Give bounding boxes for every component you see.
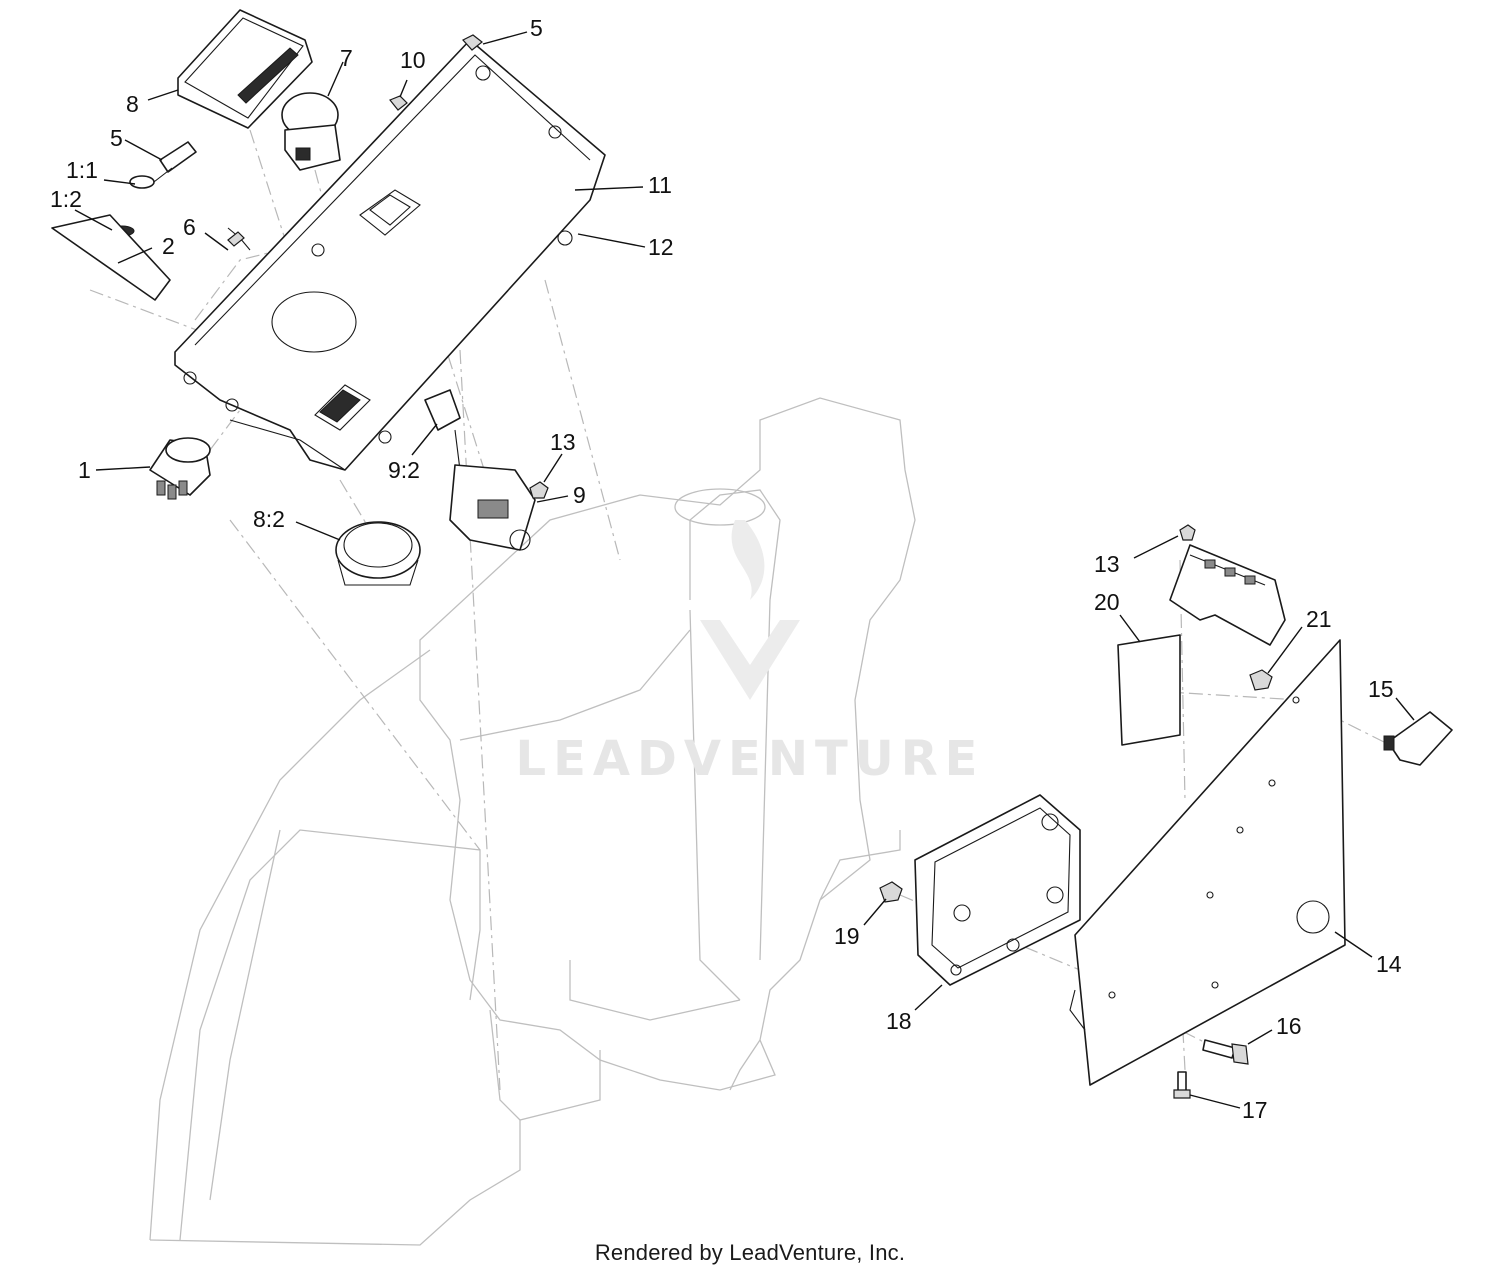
callout-10: 10 (400, 47, 426, 73)
callout-6: 6 (183, 214, 196, 240)
callout-13-top: 13 (550, 429, 576, 455)
callout-21: 21 (1306, 606, 1332, 632)
callout-7: 7 (340, 45, 353, 71)
callout-14: 14 (1376, 951, 1402, 977)
callout-18: 18 (886, 1008, 912, 1034)
part-13-bracket (1169, 524, 1286, 646)
callout-5-top: 5 (530, 15, 543, 41)
callout-5-left: 5 (110, 125, 123, 151)
callout-19: 19 (834, 923, 860, 949)
part-17-screw (1173, 1071, 1191, 1099)
callout-17: 17 (1242, 1097, 1268, 1123)
part-19-nut (879, 881, 903, 903)
part-8-2-ring (335, 521, 421, 586)
callout-8: 8 (126, 91, 139, 117)
small-fasteners (227, 34, 483, 251)
callout-12: 12 (648, 234, 674, 260)
part-16-bolt (1202, 1039, 1249, 1065)
part-13-nut-top (529, 481, 549, 499)
callout-9-2: 9:2 (388, 457, 420, 483)
callout-1-2: 1:2 (50, 186, 82, 212)
footer-credit: Rendered by LeadVenture, Inc. (594, 1240, 906, 1265)
callout-1-1: 1:1 (66, 157, 98, 183)
watermark-logo-icon (700, 620, 800, 700)
watermark-flame-icon (731, 520, 765, 600)
watermark-text: LEADVENTURE (516, 731, 985, 787)
callout-15: 15 (1368, 676, 1394, 702)
callout-2: 2 (162, 233, 175, 259)
part-7-switch (281, 92, 341, 171)
callout-1: 1 (78, 457, 91, 483)
part-8-display (177, 9, 313, 129)
callout-13-right: 13 (1094, 551, 1120, 577)
part-18-controller (914, 794, 1081, 986)
callouts: 5 7 10 8 5 1:1 1:2 2 6 11 12 1 13 9:2 9 … (50, 15, 1402, 1123)
ghost-chassis (149, 397, 916, 1246)
part-20-label (1117, 634, 1181, 746)
part-1-ignition (149, 437, 211, 500)
part-5-key-and-washers (51, 141, 197, 301)
callout-20: 20 (1094, 589, 1120, 615)
part-9-pto-switch (424, 389, 536, 551)
callout-8-2: 8:2 (253, 506, 285, 532)
part-14-plate (1069, 639, 1346, 1086)
part-21-nut (1249, 669, 1273, 691)
callout-11: 11 (648, 172, 672, 198)
callout-16: 16 (1276, 1013, 1302, 1039)
leader-lines (74, 31, 1415, 1109)
part-15-knob (1383, 711, 1453, 766)
callout-9: 9 (573, 482, 586, 508)
control-panel (174, 39, 606, 471)
watermark: LEADVENTURE (516, 520, 985, 787)
